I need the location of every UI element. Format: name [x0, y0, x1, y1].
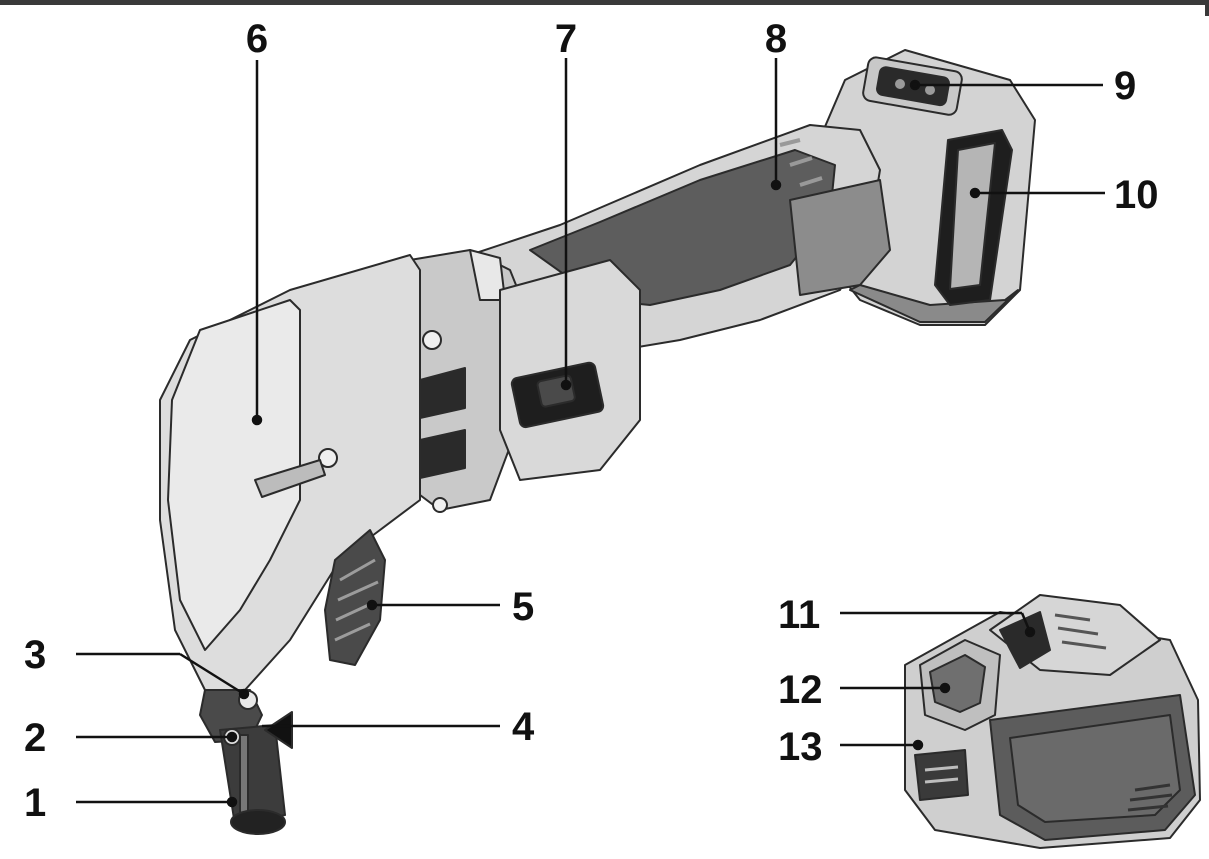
callout-4: 4: [512, 705, 535, 749]
callout-5: 5: [512, 585, 534, 629]
head-groove: [254, 459, 326, 498]
battery-release-button-pad: [929, 654, 986, 713]
callout-6: 6: [246, 17, 268, 61]
grip-label-panel: [789, 179, 891, 296]
leader-dot-3: [238, 688, 250, 700]
leader-dot-6: [251, 414, 263, 426]
battery-indicator-window: [949, 142, 996, 290]
callout-1: 1: [24, 781, 46, 825]
leader-dot-2: [226, 731, 238, 743]
adjustment-wheel-knurl: [334, 558, 379, 642]
leader-lines: [76, 58, 1105, 808]
callout-9: 9: [1114, 64, 1136, 108]
callout-13: 13: [778, 725, 823, 769]
battery-pack: [904, 594, 1201, 849]
nibbler-tool: [159, 49, 1036, 835]
leader-dot-1: [226, 796, 238, 808]
battery-contact-block: [999, 611, 1051, 669]
corner-tick: [1205, 0, 1209, 16]
vent-slot-upper: [419, 367, 466, 419]
battery-contacts: [1054, 613, 1107, 650]
grip-ridge: [779, 138, 823, 187]
battery-side-inner: [1009, 714, 1181, 823]
callout-2: 2: [24, 716, 46, 760]
battery-grip-ribs: [1127, 783, 1173, 812]
die-tip: [230, 809, 286, 835]
leader-dot-12: [939, 682, 951, 694]
leader-dot-10: [969, 187, 981, 199]
top-border-rule: [0, 0, 1209, 5]
callout-10: 10: [1114, 173, 1159, 217]
head-housing-front-face: [167, 299, 301, 651]
leader-line-3b: [179, 652, 245, 696]
battery-mount-shadow: [849, 284, 1019, 323]
callout-8: 8: [765, 17, 787, 61]
leader-dot-13: [912, 739, 924, 751]
callout-7: 7: [555, 17, 577, 61]
lock-switch-dot-a: [893, 77, 907, 91]
housing-screw-bottom: [432, 497, 448, 513]
battery-charge-leds: [924, 765, 959, 784]
cutting-head-highlight: [239, 734, 249, 816]
callout-labels: 6 7 8 9 10 5 3 4 2 1 11 12 13: [24, 17, 1159, 825]
callout-3: 3: [24, 633, 46, 677]
vent-slot-lower: [419, 429, 466, 479]
leader-dot-11: [1024, 626, 1036, 638]
leader-dot-9: [909, 79, 921, 91]
leader-dot-7: [560, 379, 572, 391]
leader-dot-8: [770, 179, 782, 191]
trigger-switch-button: [536, 374, 576, 408]
battery-charge-indicator: [914, 749, 969, 801]
callout-12: 12: [778, 668, 823, 712]
punch-marker-triangle: [264, 711, 293, 749]
housing-screw-lower: [318, 448, 338, 468]
leader-dot-5: [366, 599, 378, 611]
housing-screw-upper: [422, 330, 442, 350]
callout-11: 11: [778, 593, 820, 637]
